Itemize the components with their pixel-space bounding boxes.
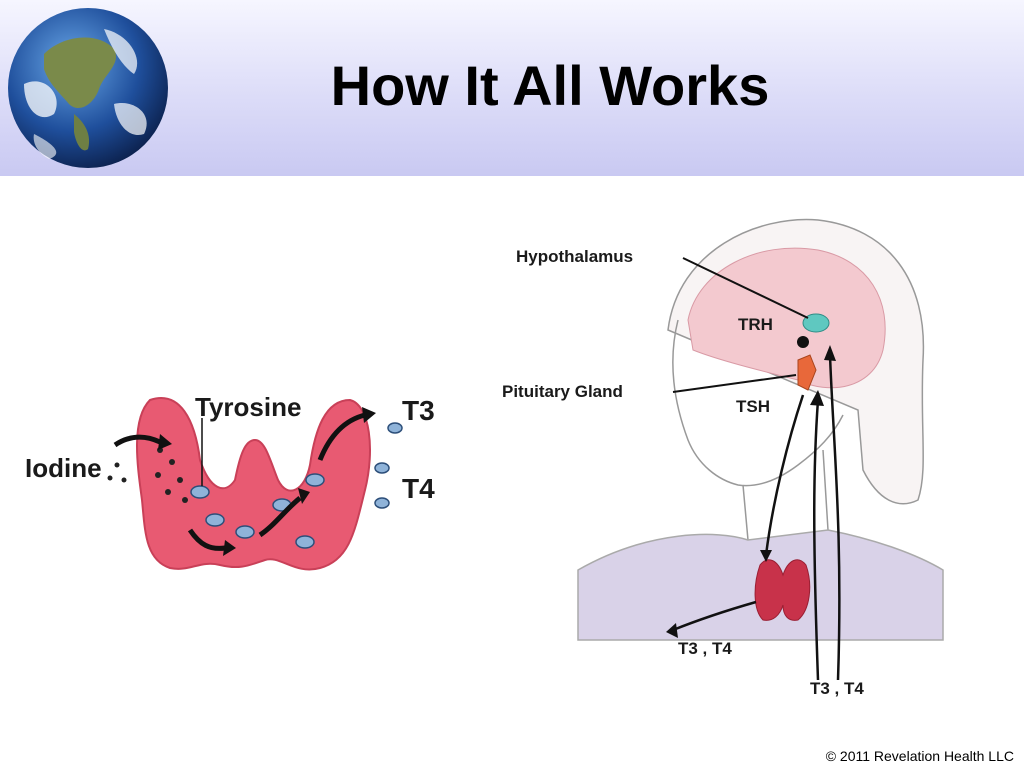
pituitary-pointer [672, 374, 797, 393]
earth-globe-icon [8, 8, 168, 168]
trh-label: TRH [738, 315, 773, 334]
thyroid-gland-shape [136, 397, 371, 571]
face-outline [672, 319, 844, 487]
pituitary-label: Pituitary Gland [502, 382, 623, 401]
t3-label: T3 [402, 395, 435, 426]
tyrosine-label: Tyrosine [195, 392, 301, 422]
t3-t4-left-label: T3 , T4 [678, 639, 732, 658]
tyrosine-molecules [190, 422, 403, 549]
neck-outline [742, 449, 829, 541]
arrow-heads [158, 407, 376, 556]
flow-arrows [113, 412, 366, 551]
hypothalamus-label: Hypothalamus [516, 247, 633, 266]
axis-arrow-heads [666, 345, 836, 638]
thyroid-in-neck [754, 559, 811, 621]
slide-title: How It All Works [330, 54, 770, 117]
t3-t4-right-label: T3 , T4 [810, 679, 864, 698]
thyroid-iodine-diagram: Iodine Tyrosine T3 T4 [25, 392, 435, 571]
axis-arrows [672, 354, 841, 681]
t4-label: T4 [402, 473, 435, 504]
pituitary-shape [797, 354, 817, 391]
tsh-label: TSH [736, 397, 770, 416]
title-bar: How It All Works [0, 0, 1024, 176]
hypothalamus-pointer [682, 257, 809, 319]
iodine-label: Iodine [25, 453, 102, 483]
trh-marker [797, 336, 809, 348]
hypothalamus-shape [802, 313, 830, 333]
iodine-dots [107, 447, 188, 503]
copyright-footer: © 2011 Revelation Health LLC [825, 748, 1014, 764]
hypothalamus-pituitary-thyroid-diagram: Hypothalamus TRH Pituitary Gland TSH T3 … [502, 218, 944, 698]
